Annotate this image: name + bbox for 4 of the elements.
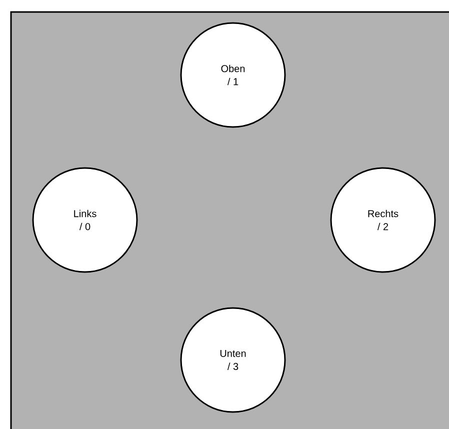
circle-node: Unten / 3 <box>180 307 286 413</box>
circle-node: Rechts / 2 <box>330 167 436 273</box>
circle-node: Oben / 1 <box>180 22 286 128</box>
circle-node: Links / 0 <box>32 167 138 273</box>
